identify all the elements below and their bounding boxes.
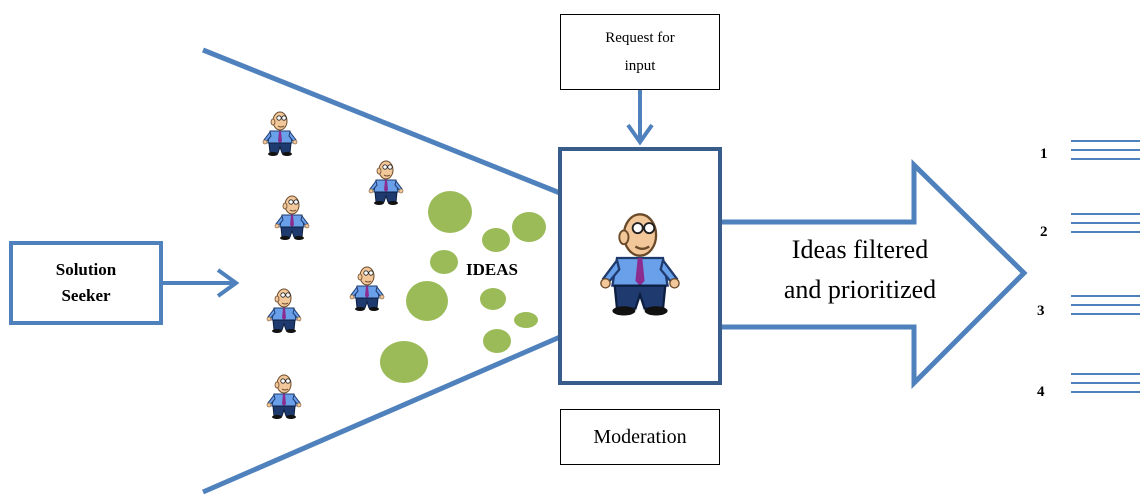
ideas-label: IDEAS [466, 260, 518, 279]
seeker-line-2: Seeker [61, 286, 111, 305]
seeker-arrow [162, 268, 240, 298]
ranked-lines-2 [1071, 213, 1140, 233]
idea-bubble [480, 288, 506, 310]
moderation-box [558, 147, 722, 385]
idea-bubble [514, 312, 538, 328]
output-line-2: and prioritized [783, 275, 937, 304]
ranked-lines-3 [1071, 295, 1140, 315]
idea-bubble [380, 341, 428, 383]
seeker-line-1: Solution [55, 260, 117, 279]
ranked-lines-4 [1071, 373, 1140, 393]
idea-bubble [406, 281, 448, 321]
solution-seeker-box: Solution Seeker [9, 241, 163, 325]
moderation-label: Moderation [593, 425, 687, 448]
output-arrow [722, 159, 1028, 390]
ranked-lines [1071, 140, 1140, 393]
request-line-1: Request for [605, 30, 675, 46]
funnel-top-line [202, 47, 561, 196]
request-for-input-box: Request for input [560, 14, 720, 90]
idea-bubble [430, 250, 458, 274]
person-icon [262, 111, 298, 157]
ranked-number-1: 1 [1040, 146, 1048, 162]
person-icon [368, 160, 404, 206]
idea-bubble [483, 329, 511, 353]
request-arrow [626, 90, 654, 146]
ranked-number-2: 2 [1040, 224, 1048, 240]
idea-bubble [428, 191, 472, 233]
ranked-number-3: 3 [1037, 303, 1045, 319]
ranked-lines-1 [1071, 140, 1140, 160]
funnel-bottom-line [202, 334, 561, 495]
ranked-number-4: 4 [1037, 384, 1045, 400]
idea-bubble [512, 212, 546, 242]
output-arrow-text: Ideas filtered and prioritized [740, 230, 980, 310]
person-icon [349, 266, 385, 312]
output-line-1: Ideas filtered [791, 235, 929, 264]
idea-bubbles [380, 191, 546, 383]
moderation-label-box: Moderation [560, 409, 720, 465]
person-icon [266, 374, 302, 420]
request-line-2: input [624, 58, 656, 74]
person-icon [274, 195, 310, 241]
person-icon [266, 288, 302, 334]
idea-bubble [482, 228, 510, 252]
